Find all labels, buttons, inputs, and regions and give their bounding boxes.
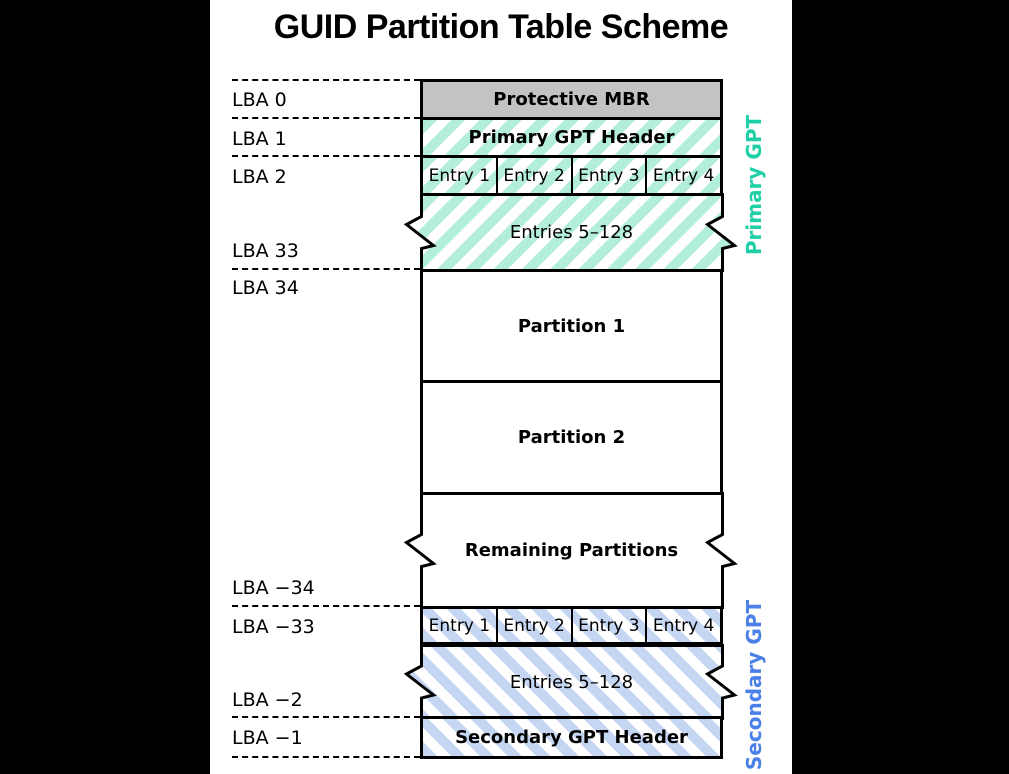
box-protective-mbr-label: Protective MBR xyxy=(493,89,650,110)
secondary-entry-row: Entry 1 Entry 2 Entry 3 Entry 4 xyxy=(420,606,723,645)
secondary-entry-3: Entry 3 xyxy=(570,609,646,642)
lba-label-33: LBA 33 xyxy=(232,240,299,262)
dashed-line-lba2-top xyxy=(232,155,420,157)
lba-label-minus1: LBA −1 xyxy=(232,727,303,749)
page-title: GUID Partition Table Scheme xyxy=(273,8,729,46)
remaining-partitions-label: Remaining Partitions xyxy=(464,540,679,561)
secondary-entry-2: Entry 2 xyxy=(495,609,571,642)
dashed-line-lba-m33-top xyxy=(232,605,420,607)
primary-entry-3: Entry 3 xyxy=(570,158,646,193)
dashed-line-bottom xyxy=(232,756,420,758)
box-partition-1: Partition 1 xyxy=(420,269,723,383)
box-partition-2: Partition 2 xyxy=(420,380,723,495)
primary-entry-2: Entry 2 xyxy=(495,158,571,193)
primary-entry-row: Entry 1 Entry 2 Entry 3 Entry 4 xyxy=(420,155,723,196)
lba-label-34: LBA 34 xyxy=(232,277,299,299)
secondary-gpt-side-label: Secondary GPT xyxy=(742,599,766,771)
secondary-entry-4: Entry 4 xyxy=(645,609,720,642)
lba-label-0: LBA 0 xyxy=(232,89,287,111)
lba-label-minus33: LBA −33 xyxy=(232,616,315,638)
primary-entry-1: Entry 1 xyxy=(428,165,491,186)
lba-label-minus34: LBA −34 xyxy=(232,577,315,599)
box-secondary-gpt-header: Secondary GPT Header xyxy=(420,716,723,759)
box-primary-gpt-header: Primary GPT Header xyxy=(420,117,723,158)
primary-gpt-side-label: Primary GPT xyxy=(742,114,766,256)
dashed-line-lba1-top xyxy=(232,117,420,119)
dashed-line-lba-m1-top xyxy=(232,716,420,718)
box-partition-2-label: Partition 2 xyxy=(517,427,626,448)
lba-label-2: LBA 2 xyxy=(232,166,287,188)
secondary-entry-1: Entry 1 xyxy=(428,615,491,636)
lba-label-1: LBA 1 xyxy=(232,128,287,150)
box-secondary-gpt-header-label: Secondary GPT Header xyxy=(455,727,688,748)
box-partition-1-label: Partition 1 xyxy=(517,315,626,337)
primary-entry-4: Entry 4 xyxy=(645,158,720,193)
box-primary-gpt-header-label: Primary GPT Header xyxy=(468,127,675,148)
secondary-entries-label: Entries 5–128 xyxy=(509,671,634,693)
dashed-line-lba0-top xyxy=(232,79,420,81)
box-protective-mbr: Protective MBR xyxy=(420,79,723,120)
lba-label-minus2: LBA −2 xyxy=(232,689,303,711)
dashed-line-lba34-top xyxy=(232,268,420,270)
primary-entries-label: Entries 5–128 xyxy=(509,222,634,243)
